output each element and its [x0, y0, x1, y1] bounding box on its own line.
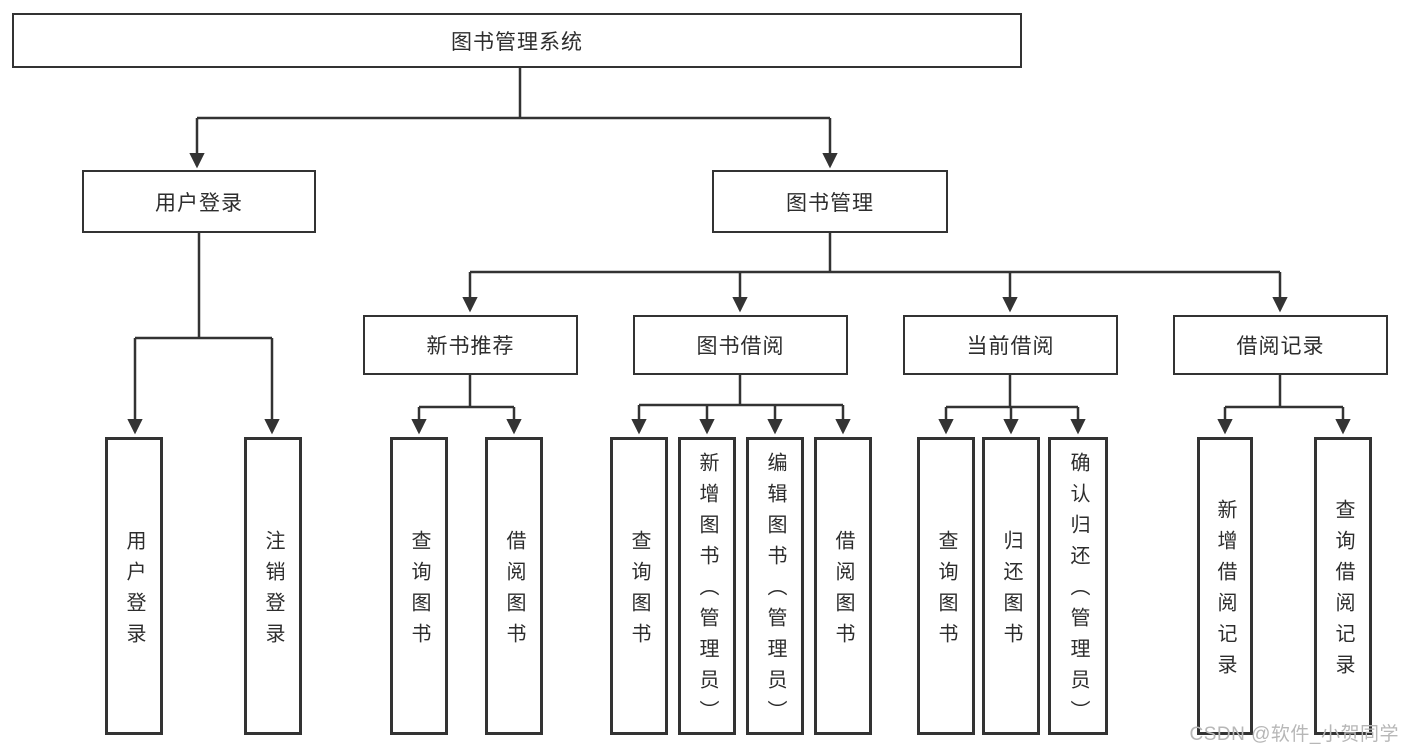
leaf-edit-books-admin-label: 编辑图书（管理员）: [764, 452, 786, 731]
leaf-query-books-2-label: 查询图书: [628, 529, 650, 654]
leaf-add-books-admin-label: 新增图书（管理员）: [696, 452, 718, 731]
leaf-logout-label: 注销登录: [262, 529, 284, 654]
node-user-login-label: 用户登录: [155, 191, 243, 215]
leaf-borrow-books-1: 借阅图书: [485, 437, 543, 735]
leaf-borrow-books-2-label: 借阅图书: [832, 529, 854, 654]
node-user-login: 用户登录: [82, 170, 316, 233]
leaf-borrow-books-1-label: 借阅图书: [503, 529, 525, 654]
node-book-management-label: 图书管理: [786, 191, 874, 215]
leaf-query-books-2: 查询图书: [610, 437, 668, 735]
leaf-query-books-1-label: 查询图书: [408, 529, 430, 654]
leaf-add-borrow-record-label: 新增借阅记录: [1214, 498, 1236, 685]
leaf-query-borrow-record-label: 查询借阅记录: [1332, 498, 1354, 685]
leaf-user-login: 用户登录: [105, 437, 163, 735]
node-current-borrow-label: 当前借阅: [966, 335, 1055, 358]
node-new-book-recommend: 新书推荐: [363, 315, 578, 375]
leaf-return-books-label: 归还图书: [1000, 529, 1022, 654]
leaf-add-borrow-record: 新增借阅记录: [1197, 437, 1253, 735]
leaf-edit-books-admin: 编辑图书（管理员）: [746, 437, 804, 735]
leaf-borrow-books-2: 借阅图书: [814, 437, 872, 735]
node-borrow-records: 借阅记录: [1173, 315, 1388, 375]
leaf-confirm-return-admin: 确认归还（管理员）: [1048, 437, 1108, 735]
leaf-return-books: 归还图书: [982, 437, 1040, 735]
node-book-management: 图书管理: [712, 170, 948, 233]
node-library-system: 图书管理系统: [12, 13, 1022, 68]
node-book-borrow: 图书借阅: [633, 315, 848, 375]
node-new-book-recommend-label: 新书推荐: [426, 335, 515, 358]
node-borrow-records-label: 借阅记录: [1236, 335, 1325, 358]
leaf-query-books-3-label: 查询图书: [935, 529, 957, 654]
node-library-system-label: 图书管理系统: [451, 30, 583, 54]
leaf-user-login-label: 用户登录: [123, 529, 145, 654]
leaf-add-books-admin: 新增图书（管理员）: [678, 437, 736, 735]
leaf-query-borrow-record: 查询借阅记录: [1314, 437, 1372, 735]
leaf-logout: 注销登录: [244, 437, 302, 735]
leaf-query-books-3: 查询图书: [917, 437, 975, 735]
node-current-borrow: 当前借阅: [903, 315, 1118, 375]
csdn-watermark: CSDN @软件_小贺同学: [1189, 724, 1399, 745]
leaf-confirm-return-admin-label: 确认归还（管理员）: [1067, 452, 1089, 731]
leaf-query-books-1: 查询图书: [390, 437, 448, 735]
node-book-borrow-label: 图书借阅: [696, 335, 785, 358]
